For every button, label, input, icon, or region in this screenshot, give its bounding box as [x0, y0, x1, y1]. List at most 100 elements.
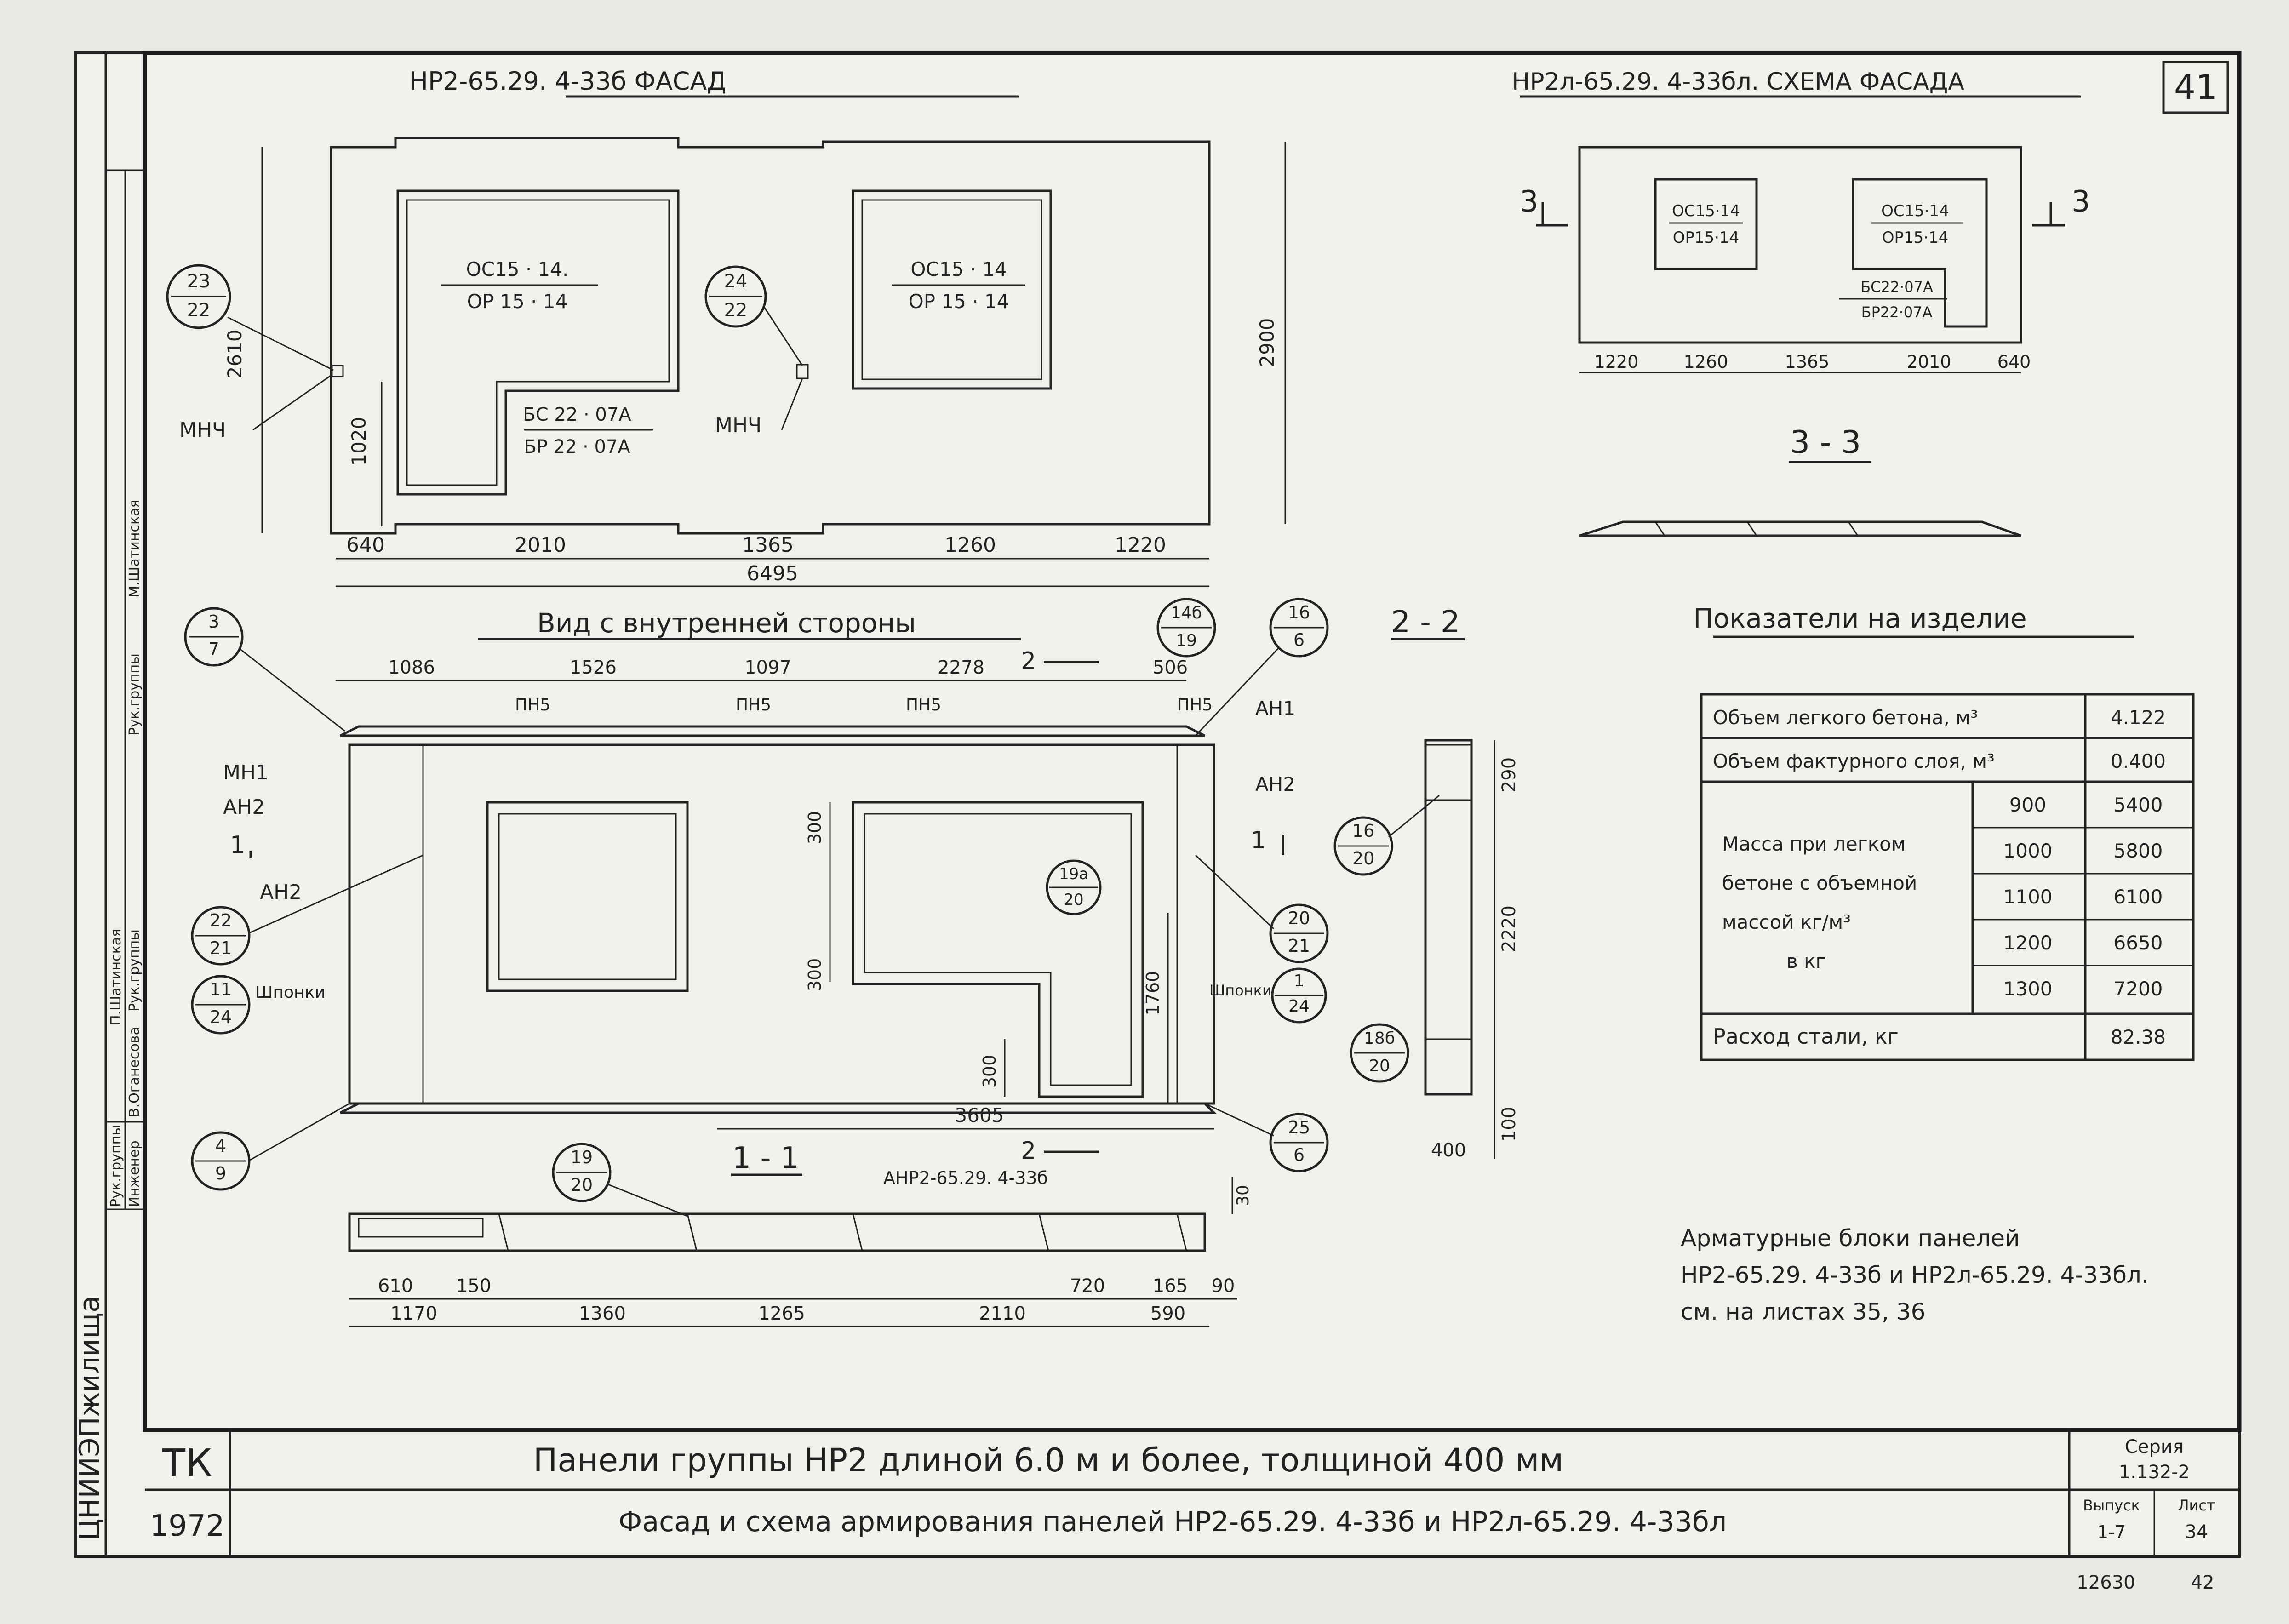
dim: 1220	[1115, 533, 1166, 557]
mass: 5800	[2114, 840, 2163, 862]
inner-window-door	[852, 801, 1144, 1098]
cut-mark-left: 3	[1520, 185, 1539, 219]
callout-16-6: 16 6	[1195, 598, 1329, 737]
dim-total: 6495	[747, 562, 798, 585]
dim: 1097	[744, 657, 791, 678]
facade-title: НР2-65.29. 4-33б ФАСАД	[409, 67, 726, 96]
callout-22-21: 22 21	[191, 854, 423, 966]
section-11-label: АНР2-65.29. 4-33б	[883, 1168, 1048, 1188]
pn5-labels: ПН5 ПН5 ПН5 ПН5	[515, 696, 1213, 715]
facade-panel	[330, 137, 1211, 535]
sheet-value: 34	[2185, 1521, 2209, 1543]
tk-label: ТК	[162, 1441, 212, 1485]
scheme-w2-bottom: ОР15·14	[1882, 229, 1949, 247]
callout-16-20: 16 20	[1333, 795, 1440, 876]
dim-1760: 1760	[1143, 971, 1163, 1016]
dim: 640	[1997, 352, 2031, 372]
callout-bottom: 20	[1352, 848, 1374, 869]
dim: 290	[1499, 757, 1520, 792]
facade-bottom-dims: 640 2010 1365 1260 1220	[346, 533, 1166, 557]
stamp-name: В.Оганесова	[126, 1027, 143, 1117]
inner-window1	[486, 801, 689, 992]
facade-window1-top-label: ОС15 · 14.	[466, 258, 569, 280]
callout-top: 14б	[1171, 604, 1202, 623]
node-callout-top: 23	[187, 271, 211, 292]
sheet-title-2: Фасад и схема армирования панелей НР2-65…	[618, 1506, 1727, 1538]
callout-11-24: 11 24	[191, 975, 251, 1035]
scheme-door-top: БС22·07А	[1860, 278, 1933, 296]
callout-bottom: 21	[1288, 936, 1310, 956]
stamp-role: Рук.группы	[108, 1125, 124, 1207]
dim: 1365	[742, 533, 794, 557]
cut-1-right: 1	[1251, 827, 1266, 854]
callout-20-21: 20 21	[1195, 854, 1329, 963]
dim: 2220	[1499, 905, 1520, 952]
callout-4-9: 4 9	[191, 1103, 350, 1191]
dim: 1086	[388, 657, 435, 678]
callout-18b-20: 18б 20	[1350, 1023, 1409, 1083]
dim-sill: 1020	[348, 417, 370, 466]
stamp-name: М.Шатинская	[126, 499, 143, 598]
dim: 506	[1153, 657, 1188, 678]
mass-label-line: в кг	[1786, 950, 1826, 972]
issue-value: 1-7	[2097, 1522, 2126, 1542]
org-name: ЦНИИЭПжилища	[74, 1296, 106, 1540]
density: 1000	[2003, 840, 2053, 862]
callout-bottom: 24	[210, 1007, 232, 1027]
callout-top: 25	[1288, 1117, 1310, 1138]
cut-1-left: 1	[230, 831, 245, 859]
section-11-title: 1 - 1	[732, 1141, 799, 1175]
cut-2-top: 2	[1021, 647, 1036, 675]
indicators-title: Показатели на изделие	[1693, 603, 2026, 634]
dim-300: 300	[805, 811, 825, 845]
an2-label-left2: АН2	[260, 881, 302, 904]
callout-top: 16	[1288, 602, 1310, 623]
stamp-role: Рук.группы	[126, 929, 143, 1012]
facade-window-door-opening	[396, 189, 680, 496]
cut-2-bottom: 2	[1021, 1137, 1036, 1165]
scheme-door-bottom: БР22·07А	[1861, 303, 1933, 321]
facade-window2-top-label: ОС15 · 14	[910, 258, 1007, 280]
node-callout-bottom: 22	[187, 300, 211, 321]
scheme-dims: 1220 1260 1365 2010 640	[1594, 352, 2031, 372]
callout-top: 3	[208, 612, 219, 632]
callout-top: 19а	[1059, 865, 1088, 883]
dim: 1360	[579, 1303, 626, 1324]
series-value: 1.132-2	[2119, 1462, 2190, 1483]
callout-bottom: 20	[1064, 891, 1083, 909]
dim: 590	[1150, 1303, 1185, 1324]
note-line: Арматурные блоки панелей	[1681, 1225, 2020, 1252]
mn1-label: МН1	[223, 761, 269, 784]
inner-view-title: Вид с внутренней стороны	[537, 607, 916, 639]
section-11-profile	[348, 1212, 1206, 1252]
dim: 400	[1431, 1140, 1466, 1161]
mass-label-line: массой кг/м³	[1722, 911, 1851, 933]
stamp-name: П.Шатинская	[108, 929, 124, 1025]
title-block: ТК 1972 Панели группы НР2 длиной 6.0 м и…	[145, 1428, 2239, 1593]
facade-window2-bottom-label: ОР 15 · 14	[909, 290, 1009, 313]
dim: 1526	[570, 657, 617, 678]
an2-label-left1: АН2	[223, 795, 265, 819]
series-label: Серия	[2125, 1436, 2184, 1458]
facade-door-top-label: БС 22 · 07А	[523, 404, 631, 425]
mass-rows: 900 5400 1000 5800 1100 6100 1200 6650 1…	[2003, 794, 2163, 1000]
indicators-table	[1700, 693, 2195, 1061]
callout-bottom: 6	[1293, 1145, 1305, 1165]
callout-19a-20: 19а 20	[1046, 859, 1102, 915]
dim-300: 300	[979, 1055, 1000, 1088]
note-line: см. на листах 35, 36	[1681, 1298, 1925, 1325]
dim-3605: 3605	[955, 1104, 1004, 1127]
note: Арматурные блоки панелей НР2-65.29. 4-33…	[1681, 1225, 2149, 1325]
dim-300: 300	[805, 958, 825, 992]
scheme-panel	[1578, 146, 2022, 344]
pn5-label: ПН5	[515, 696, 550, 715]
density: 1100	[2003, 886, 2053, 908]
dim: 2110	[979, 1303, 1026, 1324]
node-callout-top: 24	[724, 271, 748, 292]
callout-bottom: 21	[210, 938, 232, 958]
callout-top: 16	[1352, 821, 1374, 841]
density: 900	[2009, 794, 2046, 816]
year: 1972	[150, 1509, 225, 1543]
mnch-label-left: МНЧ	[179, 418, 226, 442]
